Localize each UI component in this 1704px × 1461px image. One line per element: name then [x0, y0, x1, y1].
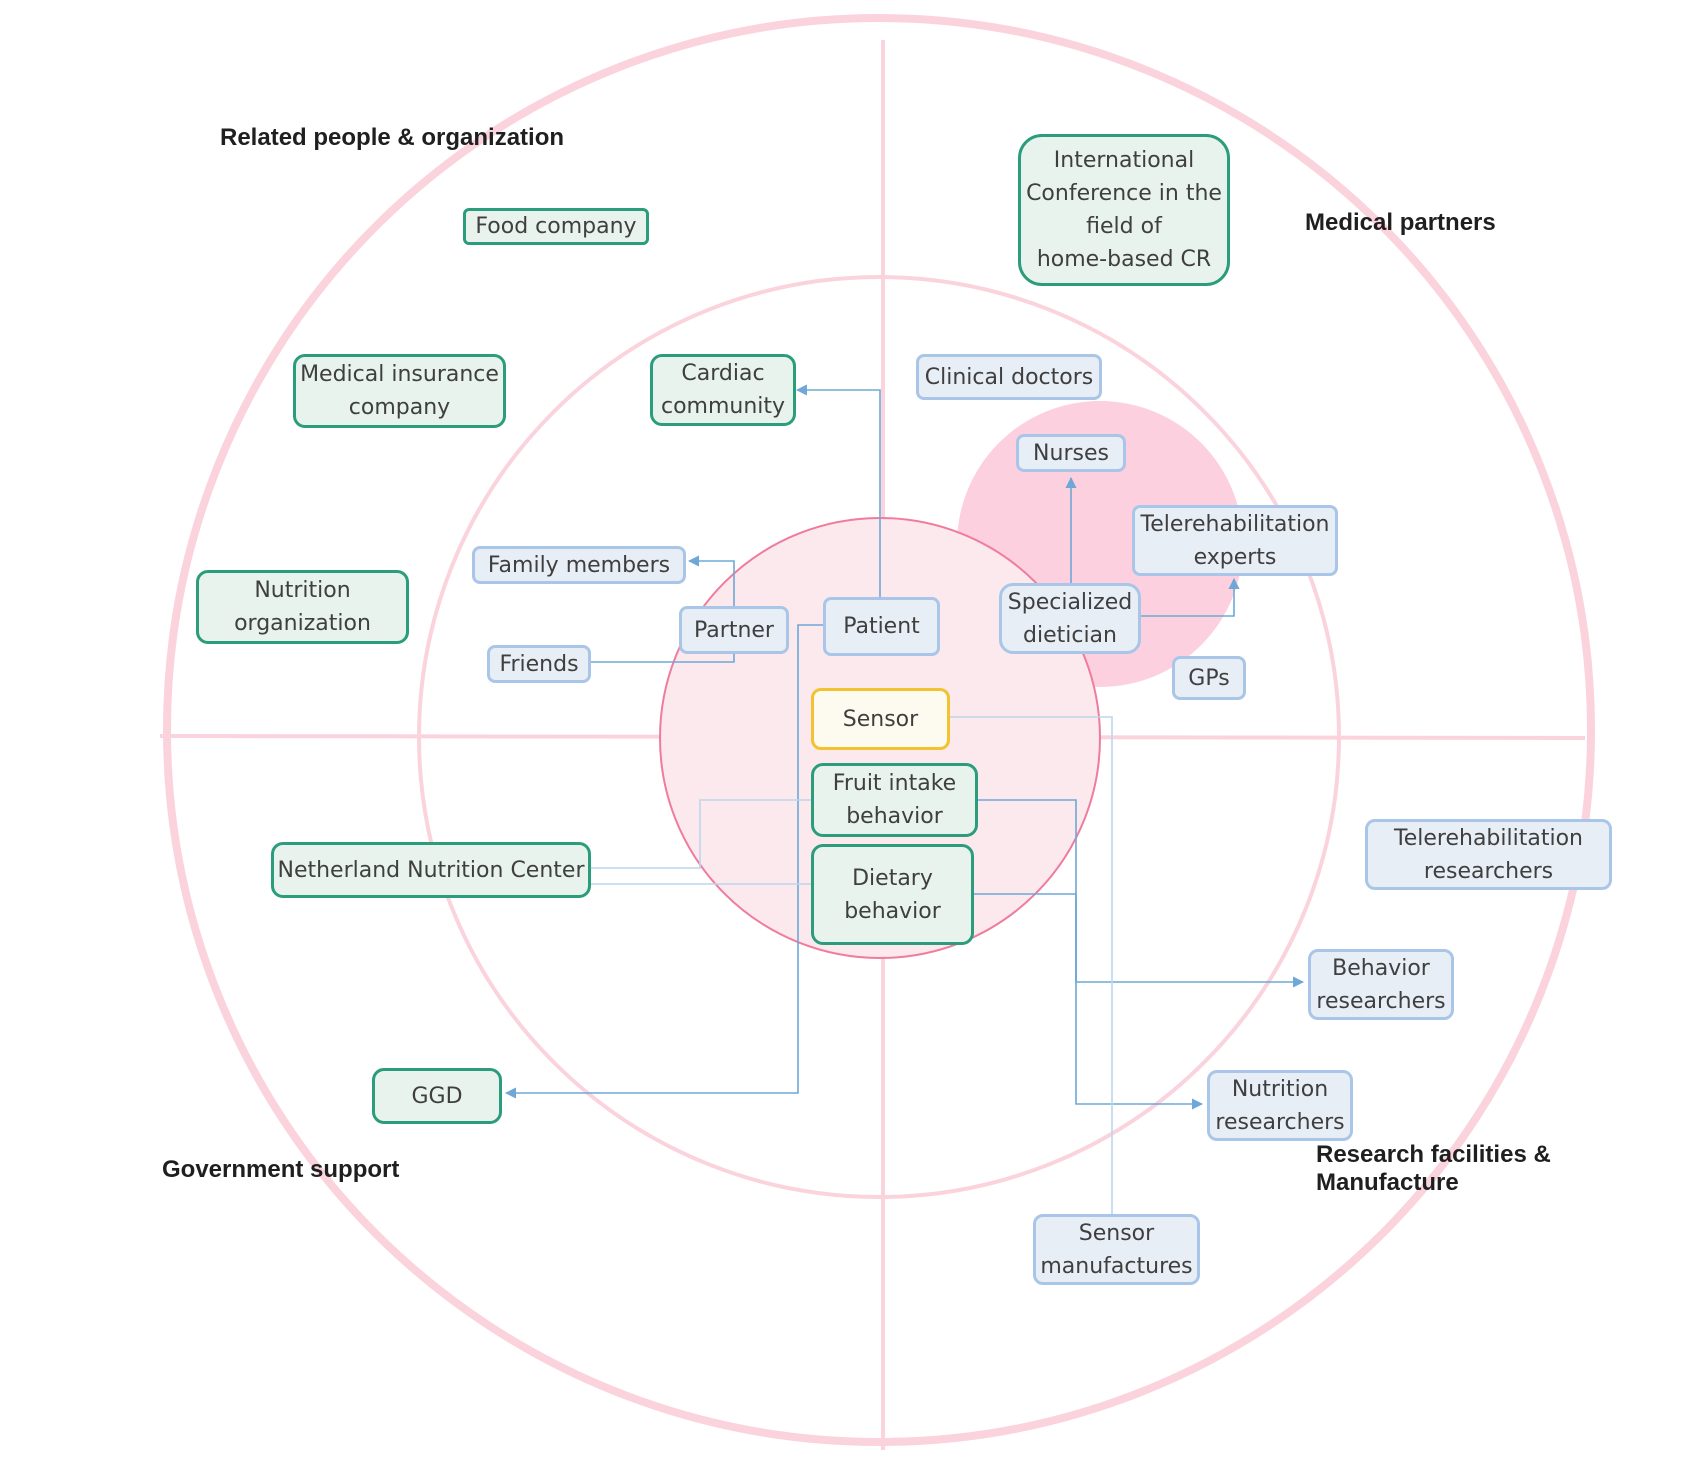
connector-friends-partner: [589, 654, 735, 663]
node-conference-line2: Conference in the: [1026, 181, 1222, 206]
node-conference-line4: home-based CR: [1036, 247, 1212, 272]
node-food-company-label: Food company: [475, 214, 637, 239]
node-cardiac-community: Cardiac community: [650, 354, 796, 426]
sector-research-facilities: Research facilities & Manufacture: [1316, 1141, 1551, 1197]
sector-research-line1: Research facilities &: [1316, 1141, 1551, 1168]
node-gps-label: GPs: [1188, 665, 1230, 691]
node-conference-line1: International: [1053, 148, 1195, 173]
node-nutrition-researchers: Nutrition researchers: [1207, 1070, 1353, 1141]
node-gps: GPs: [1172, 656, 1246, 700]
node-dietary-behavior-line1: Dietary: [852, 865, 933, 891]
node-conference-line3: field of: [1086, 214, 1162, 239]
node-food-company: Food company: [463, 208, 649, 245]
node-dietician-line2: dietician: [1023, 622, 1117, 648]
node-nutrition-organization-line2: organization: [234, 611, 371, 636]
sector-research-line2: Manufacture: [1316, 1169, 1459, 1196]
node-behavior-researchers-line1: Behavior: [1332, 955, 1430, 981]
node-nutrition-organization: Nutrition organization: [196, 570, 409, 644]
node-fruit-intake-line1: Fruit intake: [832, 771, 957, 796]
node-sensor-manufactures-line1: Sensor: [1078, 1220, 1155, 1246]
node-netherland-nutrition: Netherland Nutrition Center: [271, 842, 591, 898]
node-fruit-intake-line2: behavior: [846, 804, 943, 829]
node-nurses: Nurses: [1016, 434, 1126, 472]
node-telerehabilitation-experts: Telerehabilitation experts: [1132, 505, 1338, 576]
node-nutrition-researchers-line2: researchers: [1215, 1109, 1345, 1135]
node-sensor: Sensor: [811, 688, 950, 750]
node-ggd-label: GGD: [411, 1083, 463, 1109]
connector-dietician-telerehab: [1140, 577, 1240, 617]
connector-partner-family: [687, 555, 735, 606]
node-behavior-researchers: Behavior researchers: [1308, 949, 1454, 1020]
node-medical-insurance-line1: Medical insurance: [300, 362, 499, 387]
node-nutrition-researchers-line1: Nutrition: [1231, 1076, 1329, 1102]
node-specialized-dietician: Specialized dietician: [999, 583, 1141, 654]
connector-dietary-nutrition: [973, 893, 1204, 1110]
node-netherland-nutrition-label: Netherland Nutrition Center: [277, 857, 585, 883]
node-telerehab-researchers-line1: Telerehabilitation: [1394, 825, 1583, 851]
node-cardiac-community-line1: Cardiac: [681, 361, 765, 386]
node-ggd: GGD: [372, 1068, 502, 1124]
node-family-members-label: Family members: [487, 552, 671, 578]
node-partner-label: Partner: [694, 617, 774, 643]
sector-government-support: Government support: [162, 1156, 400, 1183]
node-partner: Partner: [679, 606, 789, 654]
node-telerehab-researchers-line2: researchers: [1423, 858, 1554, 884]
node-friends: Friends: [487, 645, 591, 683]
outer-ring: [163, 14, 1595, 1446]
node-sensor-label: Sensor: [842, 706, 919, 732]
node-dietician-line1: Specialized: [1007, 589, 1133, 615]
connector-fruit-behavior: [976, 799, 1305, 988]
node-international-conference: International Conference in the field of…: [1018, 134, 1230, 286]
connector-netherland-fruit: [590, 799, 812, 869]
sector-medical-partners: Medical partners: [1305, 209, 1496, 236]
sector-related-people: Related people & organization: [220, 124, 565, 151]
node-telerehabilitation-researchers: Telerehabilitation researchers: [1365, 819, 1612, 890]
node-behavior-researchers-line2: researchers: [1316, 988, 1446, 1014]
node-fruit-intake: Fruit intake behavior: [811, 763, 978, 837]
connector-sensor-manufactures: [947, 716, 1113, 1214]
connector-patient-ggd: [504, 624, 823, 1099]
node-cardiac-community-line2: community: [660, 394, 786, 419]
node-clinical-doctors-label: Clinical doctors: [924, 364, 1094, 390]
node-nutrition-organization-line1: Nutrition: [254, 578, 351, 603]
node-medical-insurance-line2: company: [348, 395, 451, 420]
node-medical-insurance: Medical insurance company: [293, 354, 506, 428]
node-patient: Patient: [823, 597, 940, 656]
node-patient-label: Patient: [843, 614, 920, 639]
connector-patient-cardiac: [795, 384, 881, 597]
node-dietary-behavior-line2: behavior: [844, 898, 941, 924]
node-clinical-doctors: Clinical doctors: [916, 354, 1102, 400]
node-nurses-label: Nurses: [1033, 440, 1109, 466]
node-telerehab-experts-line1: Telerehabilitation: [1140, 511, 1330, 537]
node-sensor-manufactures-line2: manufactures: [1040, 1253, 1193, 1279]
node-friends-label: Friends: [499, 651, 579, 677]
node-family-members: Family members: [472, 546, 686, 584]
node-sensor-manufactures: Sensor manufactures: [1033, 1214, 1200, 1285]
node-telerehab-experts-line2: experts: [1193, 544, 1277, 570]
node-dietary-behavior: Dietary behavior: [811, 844, 974, 945]
